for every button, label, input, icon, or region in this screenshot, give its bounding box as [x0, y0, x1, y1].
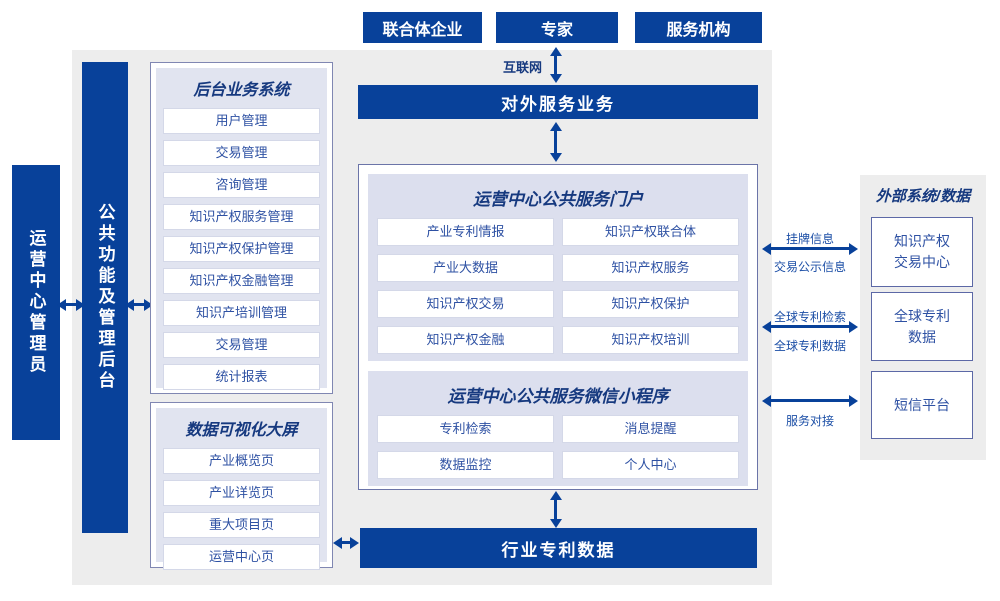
double-arrow-backend-system-icon [134, 303, 144, 306]
trade-publicity-info-label: 交易公示信息 [773, 260, 846, 274]
portal-item: 知识产权服务 [562, 254, 739, 282]
double-arrow-portal-industry-icon [554, 500, 557, 519]
dashboard-item: 重大项目页 [163, 512, 320, 538]
backend-system-item: 知识产培训管理 [163, 300, 320, 326]
double-arrow-service-portal-icon [554, 131, 557, 153]
actor-box-service-agency: 服务机构 [635, 12, 762, 43]
data-visualization-title: 数据可视化大屏 [185, 422, 298, 439]
service-connection-label: 服务对接 [785, 414, 834, 428]
global-patent-search-label: 全球专利检索 [773, 310, 846, 324]
double-arrow-sms-icon [771, 399, 849, 402]
portal-group: 运营中心公共服务门户 产业专利情报 知识产权联合体 产业大数据 知识产权服务 知… [368, 174, 748, 361]
miniprogram-item: 消息提醒 [562, 415, 739, 443]
external-service-bar: 对外服务业务 [358, 85, 758, 119]
miniprogram-title: 运营中心公共服务微信小程序 [447, 387, 669, 406]
portal-item: 产业大数据 [377, 254, 554, 282]
miniprogram-group: 运营中心公共服务微信小程序 专利检索 消息提醒 数据监控 个人中心 [368, 371, 748, 486]
backend-system-item: 统计报表 [163, 364, 320, 390]
actor-box-expert: 专家 [496, 12, 618, 43]
portal-title: 运营中心公共服务门户 [473, 190, 643, 209]
dashboard-item: 产业详览页 [163, 480, 320, 506]
public-service-center-box: 运营中心公共服务门户 产业专利情报 知识产权联合体 产业大数据 知识产权服务 知… [358, 164, 758, 490]
miniprogram-item: 数据监控 [377, 451, 554, 479]
miniprogram-item: 个人中心 [562, 451, 739, 479]
portal-item: 知识产权金融 [377, 326, 554, 354]
dashboard-item: 产业概览页 [163, 448, 320, 474]
backend-system-item: 交易管理 [163, 332, 320, 358]
double-arrow-admin-backend-icon [66, 303, 76, 306]
miniprogram-item: 专利检索 [377, 415, 554, 443]
backend-system-title: 后台业务系统 [193, 82, 290, 99]
external-box-global-patent-data: 全球专利 数据 [871, 292, 973, 361]
double-arrow-ip-trading-icon [771, 247, 849, 250]
portal-item: 知识产权交易 [377, 290, 554, 318]
portal-item: 产业专利情报 [377, 218, 554, 246]
global-patent-data-label: 全球专利数据 [773, 339, 846, 353]
double-arrow-dashboard-industry-icon [342, 541, 350, 544]
actor-box-consortium-enterprise: 联合体企业 [363, 12, 482, 43]
backend-system-item: 交易管理 [163, 140, 320, 166]
double-arrow-global-patent-icon [771, 325, 849, 328]
listing-info-label: 挂牌信息 [785, 232, 834, 246]
backend-system-item: 用户管理 [163, 108, 320, 134]
external-box-sms-platform: 短信平台 [871, 371, 973, 439]
portal-item: 知识产权保护 [562, 290, 739, 318]
double-arrow-internet-icon [554, 56, 557, 74]
backend-system-item: 知识产权保护管理 [163, 236, 320, 262]
external-systems-panel: 外部系统/数据 知识产权 交易中心 全球专利 数据 短信平台 [860, 175, 986, 460]
backend-system-item: 知识产权服务管理 [163, 204, 320, 230]
backend-system-group: 后台业务系统 用户管理 交易管理 咨询管理 知识产权服务管理 知识产权保护管理 … [150, 62, 333, 394]
portal-item: 知识产权培训 [562, 326, 739, 354]
public-function-admin-backend-bar: 公共功能及管理后台 [82, 62, 128, 533]
backend-system-item: 知识产权金融管理 [163, 268, 320, 294]
operation-center-admin-bar: 运营中心管理员 [12, 165, 60, 440]
internet-label: 互联网 [502, 60, 542, 75]
dashboard-item: 运营中心页 [163, 544, 320, 570]
backend-system-item: 咨询管理 [163, 172, 320, 198]
data-visualization-group: 数据可视化大屏 产业概览页 产业详览页 重大项目页 运营中心页 [150, 402, 333, 570]
industry-patent-data-bar: 行业专利数据 [360, 528, 757, 568]
external-panel-title: 外部系统/数据 [875, 188, 971, 205]
external-box-ip-trading-center: 知识产权 交易中心 [871, 217, 973, 287]
portal-item: 知识产权联合体 [562, 218, 739, 246]
